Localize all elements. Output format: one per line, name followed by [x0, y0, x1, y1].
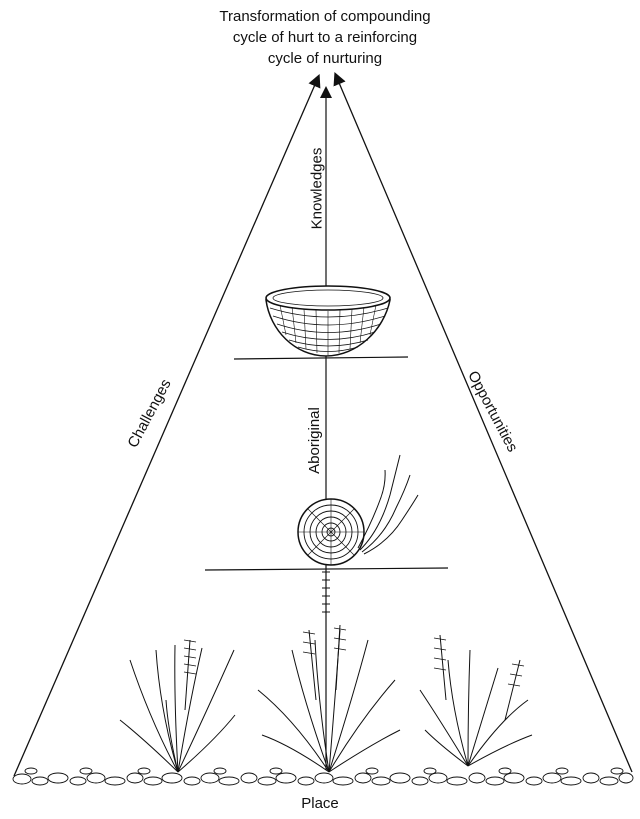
- title-line: cycle of hurt to a reinforcing: [170, 27, 480, 48]
- aboriginal-label: Aboriginal: [306, 407, 323, 474]
- diagram-title: Transformation of compounding cycle of h…: [170, 6, 480, 69]
- pebble-ground: [13, 768, 633, 785]
- left-side-line: [14, 80, 317, 776]
- place-label: Place: [0, 795, 640, 812]
- knowledges-label: Knowledges: [308, 148, 325, 230]
- upper-divider: [234, 357, 408, 359]
- woven-basket-icon: [266, 286, 390, 356]
- title-line: cycle of nurturing: [170, 48, 480, 69]
- title-line: Transformation of compounding: [170, 6, 480, 27]
- right-side-line: [337, 78, 632, 772]
